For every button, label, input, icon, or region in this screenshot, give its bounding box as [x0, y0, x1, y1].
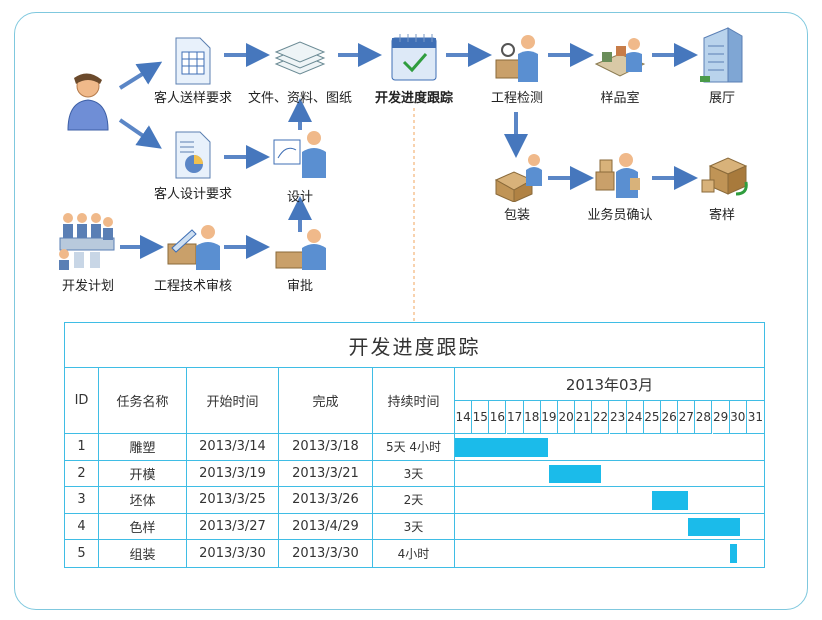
calendar-icon — [391, 34, 437, 81]
gantt-bar — [688, 517, 740, 537]
day-cell: 25 — [643, 401, 661, 434]
approver-icon — [275, 229, 326, 270]
row-finish-cell: 2013/3/30 — [279, 540, 373, 567]
day-cell: 20 — [558, 401, 576, 434]
label-dev-tracking: 开发进度跟踪 — [374, 91, 454, 106]
row-id-cell: 3 — [65, 487, 99, 514]
meeting-group-icon — [59, 213, 115, 270]
row-duration-cell: 3天 — [373, 460, 455, 488]
outer-frame — [14, 12, 808, 610]
row-start-cell: 2013/3/19 — [187, 460, 279, 488]
day-cell: 21 — [575, 401, 593, 434]
header-month: 2013年03月 — [455, 368, 764, 401]
row-finish-cell: 2013/3/21 — [279, 460, 373, 488]
header-task: 任务名称 — [99, 368, 187, 434]
engineer-testing-icon — [495, 35, 538, 82]
row-start-cell: 2013/3/14 — [187, 434, 279, 461]
label-approval: 审批 — [286, 279, 314, 294]
header-finish: 完成 — [279, 368, 373, 434]
day-cell: 14 — [455, 401, 473, 434]
packing-icon — [494, 154, 542, 202]
design-document-icon — [175, 131, 211, 179]
row-start-cell: 2013/3/27 — [187, 513, 279, 541]
row-task-cell: 开模 — [99, 460, 187, 488]
row-task-cell: 组装 — [99, 540, 187, 567]
row-start-cell: 2013/3/30 — [187, 540, 279, 567]
building-icon — [700, 27, 743, 83]
label-dev-plan: 开发计划 — [61, 279, 115, 294]
day-cell: 30 — [729, 401, 747, 434]
gantt-bar — [652, 491, 689, 510]
label-customer-design-req: 客人设计要求 — [153, 187, 233, 202]
person-icon — [67, 73, 109, 131]
day-cell: 17 — [506, 401, 524, 434]
day-cell: 15 — [472, 401, 490, 434]
arrow-person-to-design-req — [118, 118, 162, 149]
row-finish-cell: 2013/4/29 — [279, 513, 373, 541]
row-id-cell: 4 — [65, 513, 99, 541]
label-eng-tech-review: 工程技术审核 — [153, 279, 233, 294]
gantt-row — [455, 434, 764, 461]
label-sales-confirm: 业务员确认 — [587, 208, 653, 223]
day-cell: 27 — [678, 401, 696, 434]
label-send-sample: 寄样 — [708, 208, 736, 223]
sample-room-icon — [594, 38, 646, 77]
day-cell: 28 — [695, 401, 713, 434]
header-start: 开始时间 — [187, 368, 279, 434]
row-task-cell: 色样 — [99, 513, 187, 541]
row-start-cell: 2013/3/25 — [187, 487, 279, 514]
gantt-bar — [729, 544, 737, 563]
designer-icon — [273, 131, 326, 178]
label-eng-testing: 工程检测 — [490, 91, 544, 106]
day-cell: 19 — [540, 401, 558, 434]
salesperson-icon — [595, 153, 640, 198]
row-duration-cell: 5天 4小时 — [373, 434, 455, 461]
arrow-person-to-sample-req — [118, 61, 163, 90]
day-cell: 26 — [661, 401, 679, 434]
row-finish-cell: 2013/3/18 — [279, 434, 373, 461]
label-showroom: 展厅 — [708, 91, 736, 106]
row-id-cell: 5 — [65, 540, 99, 567]
day-cell: 18 — [523, 401, 541, 434]
gantt-bar — [549, 464, 601, 484]
table-title: 开发进度跟踪 — [65, 323, 764, 368]
row-task-cell: 坯体 — [99, 487, 187, 514]
day-cell: 16 — [489, 401, 507, 434]
label-packing: 包装 — [503, 208, 531, 223]
day-cell: 31 — [746, 401, 764, 434]
day-cell: 24 — [626, 401, 644, 434]
gantt-row — [455, 540, 764, 567]
gantt-bar — [455, 438, 548, 457]
day-cell: 29 — [712, 401, 730, 434]
row-id-cell: 2 — [65, 460, 99, 488]
day-cell: 22 — [592, 401, 610, 434]
label-sample-room: 样品室 — [600, 91, 640, 106]
row-duration-cell: 4小时 — [373, 540, 455, 567]
label-customer-sample-req: 客人送样要求 — [153, 91, 233, 106]
row-finish-cell: 2013/3/26 — [279, 487, 373, 514]
row-id-cell: 1 — [65, 434, 99, 461]
header-duration: 持续时间 — [373, 368, 455, 434]
shipping-box-icon — [701, 157, 748, 196]
label-design: 设计 — [286, 190, 314, 205]
row-task-cell: 雕塑 — [99, 434, 187, 461]
gantt-row — [455, 461, 764, 488]
day-cell: 23 — [609, 401, 627, 434]
row-duration-cell: 2天 — [373, 487, 455, 514]
label-files: 文件、资料、图纸 — [247, 91, 353, 106]
gantt-row — [455, 514, 764, 541]
tech-review-icon — [167, 225, 220, 270]
spreadsheet-document-icon — [175, 37, 211, 85]
row-duration-cell: 3天 — [373, 513, 455, 541]
gantt-row — [455, 487, 764, 514]
header-id: ID — [65, 368, 99, 434]
paper-stack-icon — [274, 41, 326, 75]
